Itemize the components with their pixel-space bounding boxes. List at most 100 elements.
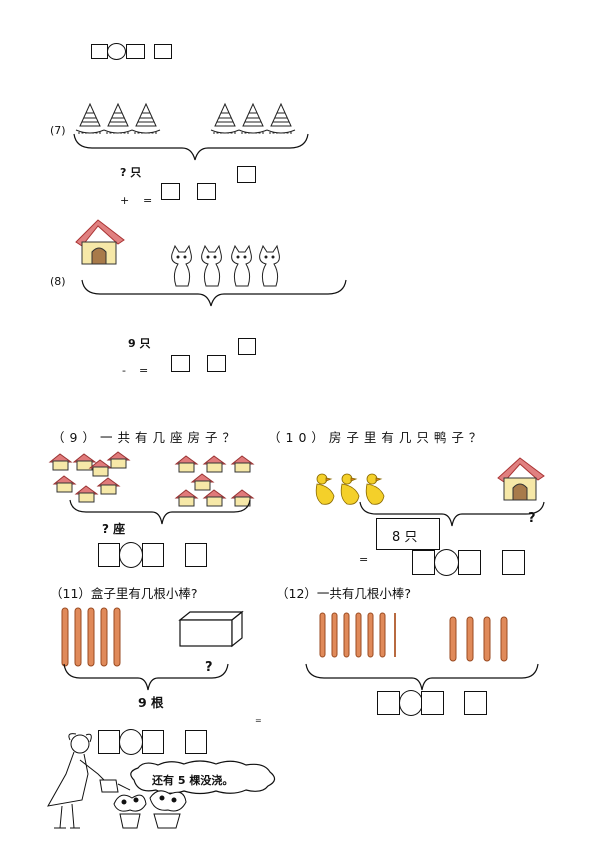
p10-question: （10）房子里有几只鸭子？ (268, 430, 487, 445)
stick-icon (483, 616, 491, 662)
top-operator-circle[interactable] (107, 43, 126, 60)
p8-number: (8) (50, 275, 66, 288)
stick-icon (113, 607, 121, 667)
small-house-icon (88, 459, 113, 477)
duck-icon (365, 473, 385, 505)
p8-answer-box-3[interactable] (238, 338, 256, 355)
sailboat-group-left (75, 102, 161, 134)
p10-question-mark: ? (528, 511, 536, 526)
p10-answer-box-2[interactable] (458, 550, 481, 575)
p8-minus-sign: - (122, 364, 126, 377)
p8-answer-box-2[interactable] (207, 355, 226, 372)
girl-watering-icon (47, 733, 131, 829)
p10-count-label: 8 只 (392, 530, 418, 545)
p10-equals-sign: = (359, 553, 369, 566)
small-house-icon (202, 489, 227, 507)
p7-answer-box-1[interactable] (161, 183, 180, 200)
small-house-icon (48, 453, 73, 471)
stick-group-right (449, 616, 508, 662)
duck-group (315, 473, 385, 505)
small-house-icon (96, 477, 121, 495)
p8-answer-box-1[interactable] (171, 355, 190, 372)
duck-icon (315, 473, 335, 505)
small-house-icon (202, 455, 227, 473)
p10-result-box[interactable] (502, 550, 525, 575)
flower-pots-icon (113, 790, 187, 829)
p12-operator-circle[interactable] (399, 690, 423, 716)
p11-brace-label: 9 根 (138, 695, 164, 710)
p10-answer-box-1[interactable] (412, 550, 435, 575)
p8-equals-sign: = (139, 364, 149, 377)
p10-operator-circle[interactable] (434, 549, 459, 576)
small-house-icon (106, 451, 131, 469)
stick-icon (319, 612, 326, 658)
sailboat-icon (238, 102, 268, 134)
stick-icon (343, 612, 350, 658)
sailboat-icon (103, 102, 133, 134)
cat-icon (201, 244, 222, 287)
p7-brace-label: ? 只 (120, 166, 142, 179)
sailboat-icon (131, 102, 161, 134)
p7-brace (73, 133, 309, 161)
p11-brace (63, 663, 229, 691)
p9-answer-box-2[interactable] (142, 543, 164, 567)
p11-question: （11）盒子里有几根小棒? (50, 586, 198, 601)
house-cluster-left (48, 451, 131, 503)
small-house-icon (230, 455, 255, 473)
p8-brace-label: 9 只 (128, 337, 151, 350)
top-result-box[interactable] (154, 44, 172, 59)
sailboat-icon (75, 102, 105, 134)
p12-answer-box-2[interactable] (421, 691, 444, 715)
sailboat-group-right (210, 102, 296, 134)
stick-icon (74, 607, 82, 667)
p9-brace-label: ? 座 (102, 522, 126, 536)
p11-equals-sign: = (255, 716, 262, 725)
p7-number: (7) (50, 124, 66, 137)
stick-icon (379, 612, 386, 658)
stick-icon (100, 607, 108, 667)
house-cluster-right (174, 455, 255, 507)
cat-group (171, 244, 280, 287)
stick-icon (331, 612, 338, 658)
small-house-icon (174, 489, 199, 507)
stick-icon (61, 607, 69, 667)
cat-icon (171, 244, 192, 287)
stick-icon (449, 616, 457, 662)
p9-answer-box-1[interactable] (98, 543, 120, 567)
duck-icon (340, 473, 360, 505)
p7-plus-sign: + (120, 194, 130, 207)
stick-icon (87, 607, 95, 667)
cat-icon (259, 244, 280, 287)
p10-house-icon (497, 457, 545, 501)
small-house-icon (174, 455, 199, 473)
small-house-icon (72, 453, 97, 471)
p10-brace (359, 501, 545, 527)
p12-question: （12）一共有几根小棒? (276, 586, 412, 601)
stick-group-5 (61, 607, 121, 667)
small-house-icon (52, 475, 77, 493)
sailboat-icon (210, 102, 240, 134)
p9-question: （9）一共有几座房子？ (52, 430, 240, 445)
p7-answer-box-3[interactable] (237, 166, 256, 183)
house-icon (75, 219, 125, 265)
stick-group-left (319, 612, 396, 658)
p12-brace (305, 663, 539, 691)
stick-icon (466, 616, 474, 662)
speech-cloud (130, 760, 276, 795)
stick-icon (500, 616, 508, 662)
p10-count-box (376, 518, 440, 550)
p12-result-box[interactable] (464, 691, 487, 715)
small-house-icon (190, 473, 215, 491)
p9-result-box[interactable] (185, 543, 207, 567)
box-icon (178, 610, 244, 648)
p13-answer-box-2[interactable] (142, 730, 164, 754)
top-answer-box-2[interactable] (126, 44, 145, 59)
p7-answer-box-2[interactable] (197, 183, 216, 200)
p13-result-box[interactable] (185, 730, 207, 754)
p8-brace (81, 279, 347, 307)
p9-brace (69, 499, 251, 525)
top-answer-box-1[interactable] (91, 44, 108, 59)
stick-icon (394, 613, 396, 657)
p12-answer-box-1[interactable] (377, 691, 400, 715)
p9-operator-circle[interactable] (119, 542, 143, 568)
